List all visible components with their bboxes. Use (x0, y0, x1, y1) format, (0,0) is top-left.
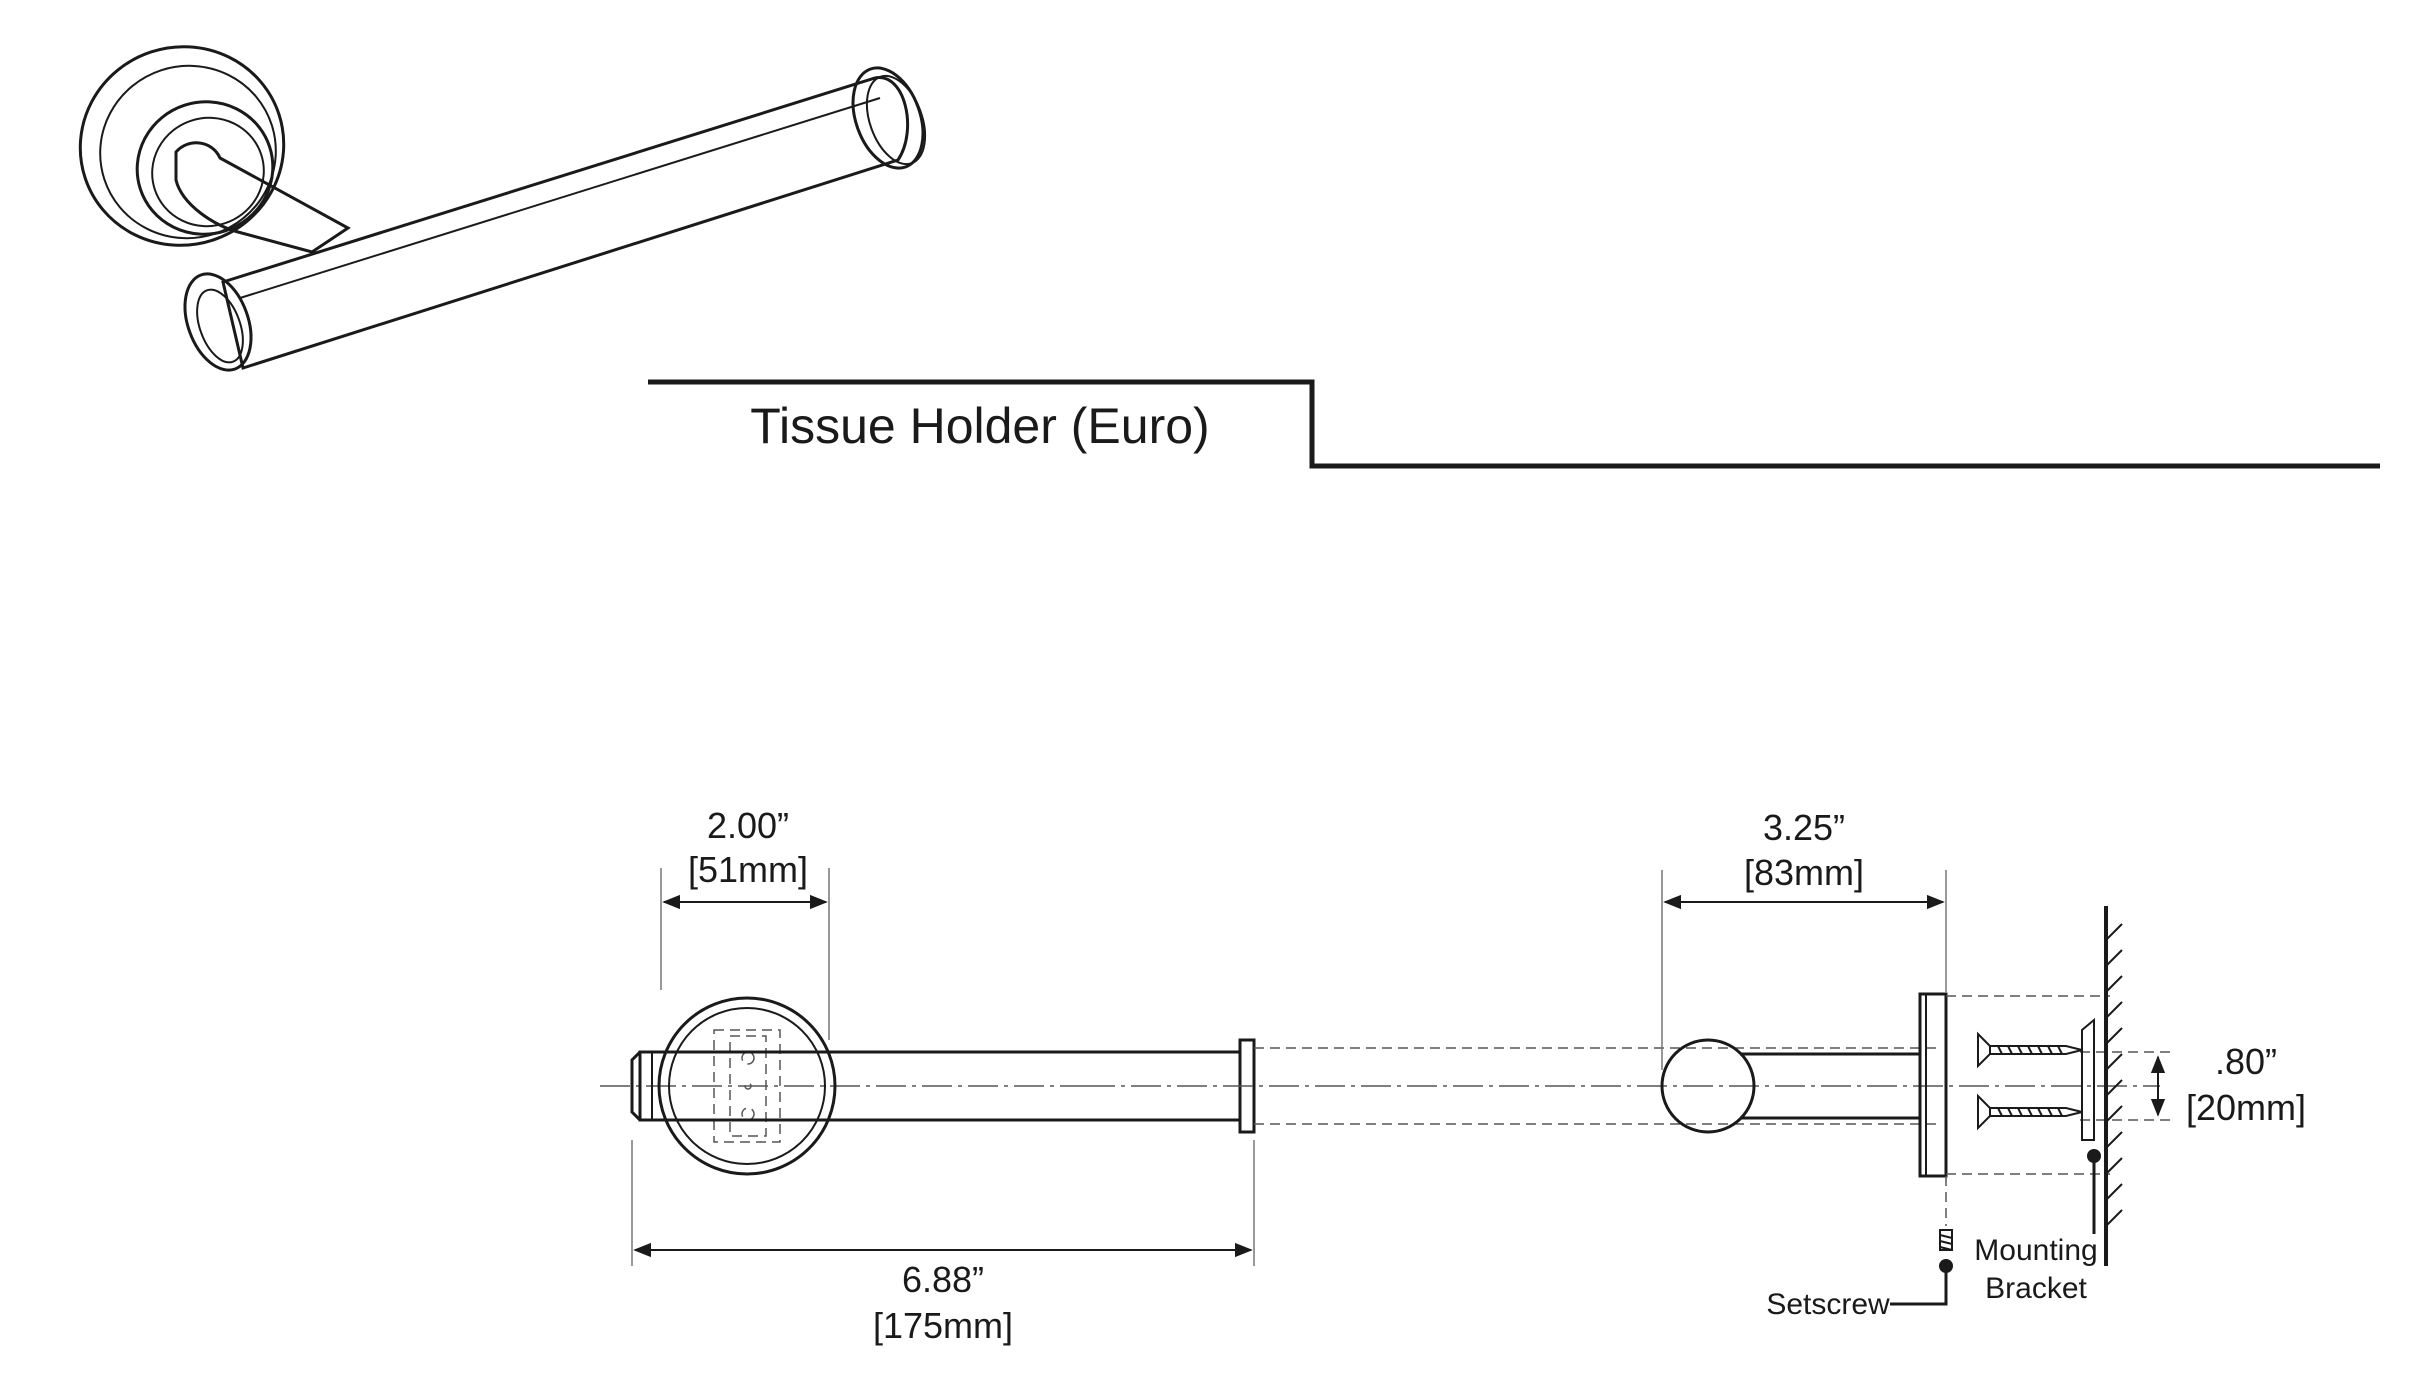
mounting-bracket-label-2: Bracket (1985, 1272, 2087, 1305)
title-rule (648, 379, 2380, 469)
dim-rod-in: .80” (2215, 1041, 2277, 1082)
rod-left-end (183, 272, 253, 372)
dim-rod-mm: [20mm] (2186, 1087, 2306, 1128)
rod-highlight (239, 97, 881, 299)
isometric-product-view (78, 45, 927, 372)
hidden-bracket (713, 1029, 781, 1143)
setscrew-label: Setscrew (1766, 1288, 1890, 1321)
wall-screw-top (1977, 1031, 2083, 1069)
rod (221, 76, 910, 370)
side-rosette-flange (1918, 992, 1948, 1178)
dim-rosette-mm: [51mm] (688, 849, 808, 890)
end-cap-face (865, 74, 927, 166)
hidden-bracket-inner (729, 1035, 767, 1137)
setscrew-leader (1890, 1266, 1948, 1306)
front-rosette-inner (668, 1007, 826, 1165)
front-view: 2.00” [51mm] 6.88” [175mm] (600, 805, 1256, 1346)
side-rod-end (1660, 1038, 1756, 1134)
side-view: 3.25” [83mm] .80” [20mm] Setscrew Mounti… (1660, 807, 2306, 1321)
setscrew-thread (1939, 1234, 1953, 1251)
title-block: Tissue Holder (Euro) (648, 379, 2380, 469)
dim-rosette-in: 2.00” (707, 805, 789, 846)
wall-hatch (2105, 923, 2123, 1227)
dim-projection-in: 3.25” (1763, 807, 1845, 848)
hidden-center (744, 1082, 752, 1090)
dim-projection-mm: [83mm] (1744, 852, 1864, 893)
hidden-screw-top (741, 1051, 755, 1065)
hidden-screw-bottom (741, 1107, 755, 1121)
setscrew-icon (1939, 1229, 1953, 1251)
rosette-outer (78, 45, 286, 247)
page-title: Tissue Holder (Euro) (750, 398, 1209, 454)
rosette-inner-ring (151, 116, 265, 228)
post (174, 141, 351, 254)
rosette-face (135, 100, 275, 236)
mounting-bracket-shape (2081, 1017, 2095, 1141)
dim-length-in: 6.88” (902, 1259, 984, 1300)
rod-left-end-face (196, 288, 244, 364)
dim-length-mm: [175mm] (873, 1305, 1013, 1346)
mounting-bracket-label-1: Mounting (1974, 1234, 2097, 1267)
wall-screw-bottom (1977, 1093, 2083, 1131)
front-rosette-outer (657, 996, 837, 1176)
front-rod-end (630, 1050, 642, 1122)
